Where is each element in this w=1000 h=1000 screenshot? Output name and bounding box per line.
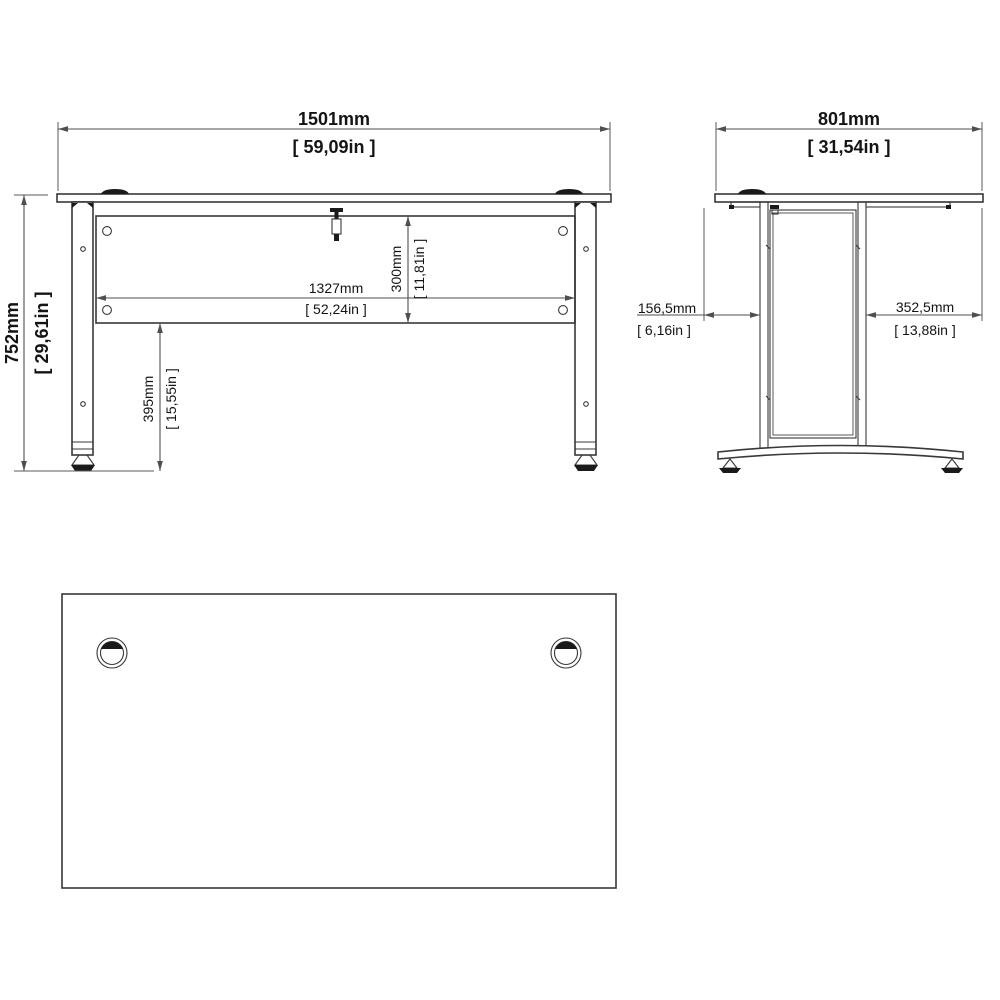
dim-desk-height: 752mm [ 29,61in ] xyxy=(2,194,154,472)
desk-height-in-label: [ 29,61in ] xyxy=(32,291,52,374)
bolt-body xyxy=(331,218,342,235)
bolt-neck xyxy=(334,212,339,219)
leg-top-screw xyxy=(770,205,779,209)
panel-screw-hole xyxy=(558,305,568,315)
leg-recessed-panel xyxy=(769,209,857,439)
cable-grommet-right xyxy=(550,637,582,669)
leg-hole xyxy=(80,246,86,252)
desk-height-mm-label: 752mm xyxy=(2,302,22,364)
rear-offset-in-label: [ 13,88in ] xyxy=(894,322,956,338)
grommet-cable-slot xyxy=(101,641,123,649)
dim-desk-depth: 801mm [ 31,54in ] xyxy=(715,109,983,191)
side-view: 801mm [ 31,54in ] 156,5mm [ 6,16in ] 352… xyxy=(637,109,984,473)
leg-hole xyxy=(583,401,589,407)
foot-clearance-mm-label: 395mm xyxy=(140,376,156,423)
dim-rear-offset: 352,5mm [ 13,88in ] xyxy=(866,208,983,338)
leg-recessed-panel-inner xyxy=(772,212,854,436)
grommet-cable-slot xyxy=(555,641,577,649)
column-clip-mark xyxy=(765,395,771,401)
leg-bracket-mark xyxy=(72,203,78,208)
side-foot xyxy=(721,458,739,469)
side-grommet-bump xyxy=(738,189,766,194)
leg-foot-pad xyxy=(71,465,95,471)
top-view xyxy=(61,593,617,889)
leg-front-column xyxy=(759,201,769,449)
side-desk-top-slab xyxy=(714,193,984,203)
rear-offset-mm-label: 352,5mm xyxy=(896,299,954,315)
desk-depth-mm-label: 801mm xyxy=(818,109,880,129)
side-frame-rails xyxy=(729,201,951,209)
panel-screw-hole xyxy=(102,305,112,315)
front-left-leg xyxy=(70,201,96,471)
front-grommet-bump-left xyxy=(101,189,129,194)
bolt-head xyxy=(330,208,343,212)
front-right-leg xyxy=(573,201,599,471)
top-view-desktop xyxy=(61,593,617,889)
front-offset-mm-label: 156,5mm xyxy=(638,300,696,316)
front-view: 1501mm [ 59,09in ] 752mm [ 29,61in ] 132… xyxy=(2,109,612,472)
curved-foot-beam xyxy=(717,444,964,460)
grommet-outer-ring xyxy=(550,637,582,669)
front-right-leg-column xyxy=(574,201,597,456)
dim-foot-clearance: 395mm [ 15,55in ] xyxy=(140,323,179,471)
front-desk-top xyxy=(56,189,612,203)
side-foot-pad xyxy=(719,468,741,473)
column-clip-mark xyxy=(855,244,861,250)
side-foot-pad xyxy=(941,468,963,473)
foot-clearance-in-label: [ 15,55in ] xyxy=(163,368,179,430)
leg-bracket-mark xyxy=(575,203,581,208)
panel-fixing-bolt xyxy=(330,208,343,241)
rail-end-cap xyxy=(946,205,951,209)
side-leg xyxy=(717,201,964,473)
leg-bracket-mark xyxy=(590,203,596,208)
desk-width-mm-label: 1501mm xyxy=(298,109,370,129)
panel-width-mm-label: 1327mm xyxy=(309,280,363,296)
side-foot xyxy=(943,458,961,469)
dim-desk-width: 1501mm [ 59,09in ] xyxy=(57,109,611,191)
leg-hole xyxy=(80,401,86,407)
modesty-panel xyxy=(95,208,576,324)
dim-panel-height: 300mm [ 11,81in ] xyxy=(388,216,427,323)
leg-rear-column xyxy=(857,201,867,449)
rail-end-cap xyxy=(729,205,734,209)
grommet-outer-ring xyxy=(96,637,128,669)
side-desk-top xyxy=(714,189,984,203)
dim-front-offset: 156,5mm [ 6,16in ] xyxy=(637,208,760,338)
column-clip-mark xyxy=(765,244,771,250)
front-offset-in-label: [ 6,16in ] xyxy=(637,322,691,338)
panel-height-mm-label: 300mm xyxy=(388,246,404,293)
column-clip-mark xyxy=(855,395,861,401)
front-desk-top-slab xyxy=(56,193,612,203)
leg-top-screw-body xyxy=(771,209,779,215)
desk-depth-in-label: [ 31,54in ] xyxy=(807,137,890,157)
bolt-tip xyxy=(334,234,339,241)
front-left-leg-column xyxy=(71,201,94,456)
leg-hole xyxy=(583,246,589,252)
dim-panel-width: 1327mm [ 52,24in ] xyxy=(96,280,575,317)
leg-foot xyxy=(573,454,599,466)
panel-height-in-label: [ 11,81in ] xyxy=(411,239,427,299)
panel-screw-hole xyxy=(558,226,568,236)
leg-foot-pad xyxy=(574,465,598,471)
leg-foot xyxy=(70,454,96,466)
leg-bracket-mark xyxy=(87,203,93,208)
panel-screw-hole xyxy=(102,226,112,236)
front-grommet-bump-right xyxy=(555,189,583,194)
panel-width-in-label: [ 52,24in ] xyxy=(305,301,367,317)
desk-width-in-label: [ 59,09in ] xyxy=(292,137,375,157)
cable-grommet-left xyxy=(96,637,128,669)
